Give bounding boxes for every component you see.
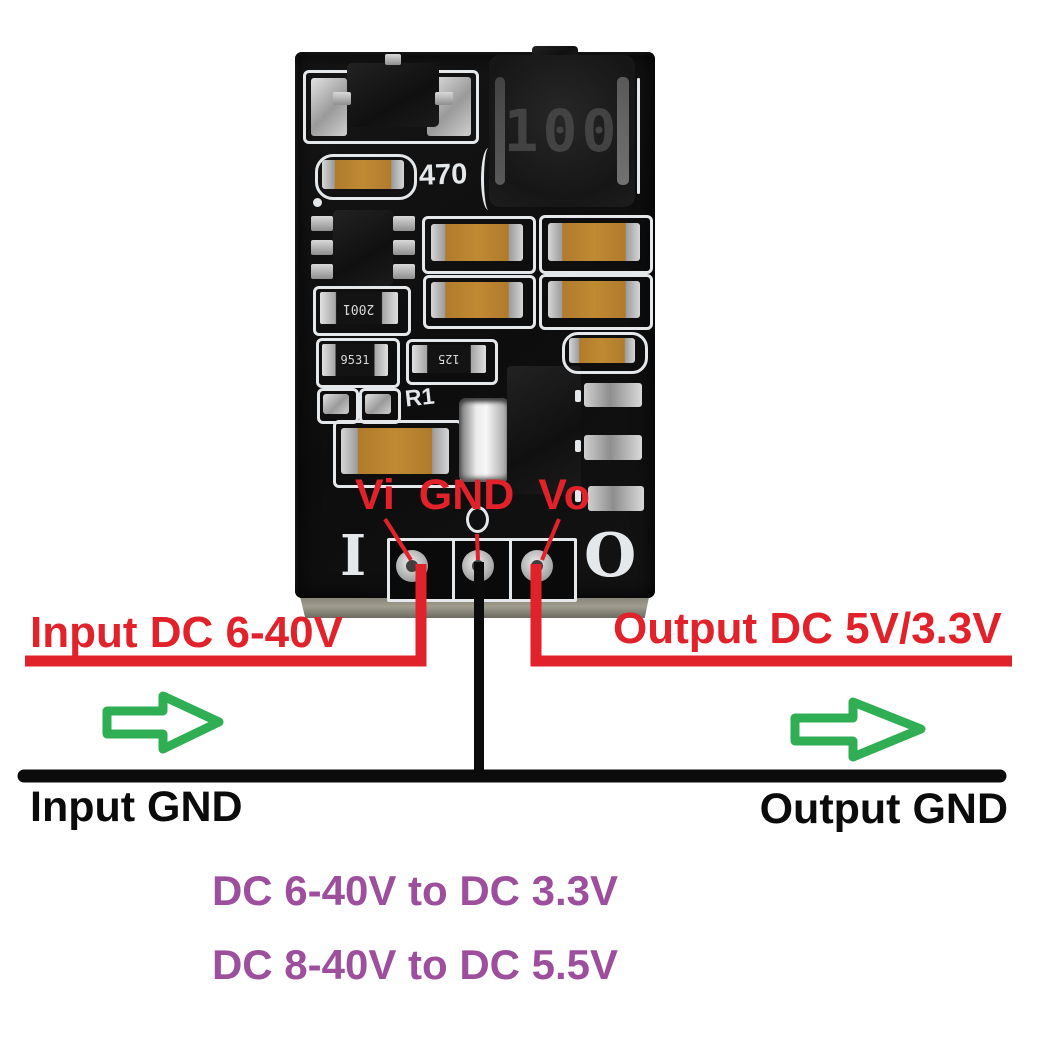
output-voltage-label: Output DC 5V/3.3V (613, 604, 1002, 653)
resistor-470 (322, 160, 404, 189)
resistor-2001: 2001 (320, 292, 398, 324)
pin-hole-vi (396, 550, 428, 582)
capacitor-silkscreen (422, 216, 536, 274)
resistor-silkscreen (315, 154, 417, 200)
smd-capacitor (548, 281, 640, 318)
jumper-pad (588, 486, 644, 511)
capacitor-silkscreen (539, 274, 653, 330)
inductor-silkscreen-arc (481, 148, 496, 210)
resistor-125: 125 (412, 345, 486, 373)
capacitor-silkscreen (539, 215, 653, 274)
sot23-ic (333, 210, 393, 286)
arrow-right-icon (790, 697, 926, 762)
output-side-mark: O (584, 521, 637, 591)
solder-pad (365, 394, 391, 414)
ic-lead (311, 216, 333, 231)
ic-lead (393, 240, 415, 255)
jumper-pad (584, 435, 642, 460)
resistor-marking: 9531 (340, 353, 370, 367)
smd-capacitor (548, 223, 640, 261)
arrow-right-icon (102, 691, 224, 754)
pin-labels: Vi GND Vo (355, 471, 591, 519)
inductor-marking: 100 (503, 97, 621, 165)
smd-capacitor (341, 428, 449, 474)
output-gnd-label: Output GND (759, 785, 1008, 833)
black-component (507, 366, 581, 494)
smd-capacitor (431, 224, 523, 261)
silkscreen-dot (313, 198, 322, 207)
pin-hole-center (406, 560, 418, 572)
input-gnd-label: Input GND (30, 783, 243, 831)
inductor: 100 (489, 55, 635, 207)
smd-capacitor (431, 282, 523, 318)
ic-lead (311, 240, 333, 255)
inductor-highlight (617, 77, 629, 185)
transistor (347, 63, 439, 127)
conversion-line-2: DC 8-40V to DC 5.5V (211, 941, 619, 988)
inductor-highlight (495, 77, 505, 185)
pin-hole-gnd (462, 550, 494, 582)
resistor-marking: 2001 (343, 300, 375, 316)
jumper-silkscreen (575, 490, 581, 502)
capacitor-silkscreen (423, 275, 536, 329)
conversion-notes: DC 6-40V to DC 3.3V DC 8-40V to DC 5.5V (110, 870, 720, 986)
transistor-lead (385, 54, 401, 65)
silkscreen-ring (466, 506, 489, 533)
small-resistor (569, 338, 635, 363)
solder-pad (323, 394, 349, 414)
conversion-line-1: DC 6-40V to DC 3.3V (211, 867, 619, 914)
ic-lead (393, 264, 415, 279)
pin-hole-center (472, 560, 484, 572)
input-side-mark: I (340, 523, 367, 589)
transistor-lead (333, 92, 351, 105)
resistor-silkscreen (316, 338, 400, 388)
silkscreen-label-470: 470 (418, 158, 468, 192)
transistor-lead (435, 92, 453, 105)
jumper-silkscreen (575, 440, 581, 452)
solder-pad (311, 78, 347, 136)
input-voltage-label: Input DC 6-40V (30, 608, 343, 657)
silkscreen-label-r1: R1 (403, 382, 436, 412)
pin-hole-vo (521, 550, 553, 582)
cylindrical-component (459, 398, 509, 482)
resistor-silkscreen (313, 286, 411, 336)
ic-lead (311, 264, 333, 279)
resistor-marking: 125 (438, 352, 460, 366)
ic-lead (393, 216, 415, 231)
pin-hole-center (531, 560, 543, 572)
resistor-9531: 9531 (322, 344, 388, 376)
inductor-silkscreen-line (637, 78, 640, 194)
resistor-silkscreen (406, 339, 498, 385)
jumper-silkscreen (575, 390, 581, 402)
jumper-pad (584, 383, 642, 407)
resistor-silkscreen (562, 332, 648, 374)
